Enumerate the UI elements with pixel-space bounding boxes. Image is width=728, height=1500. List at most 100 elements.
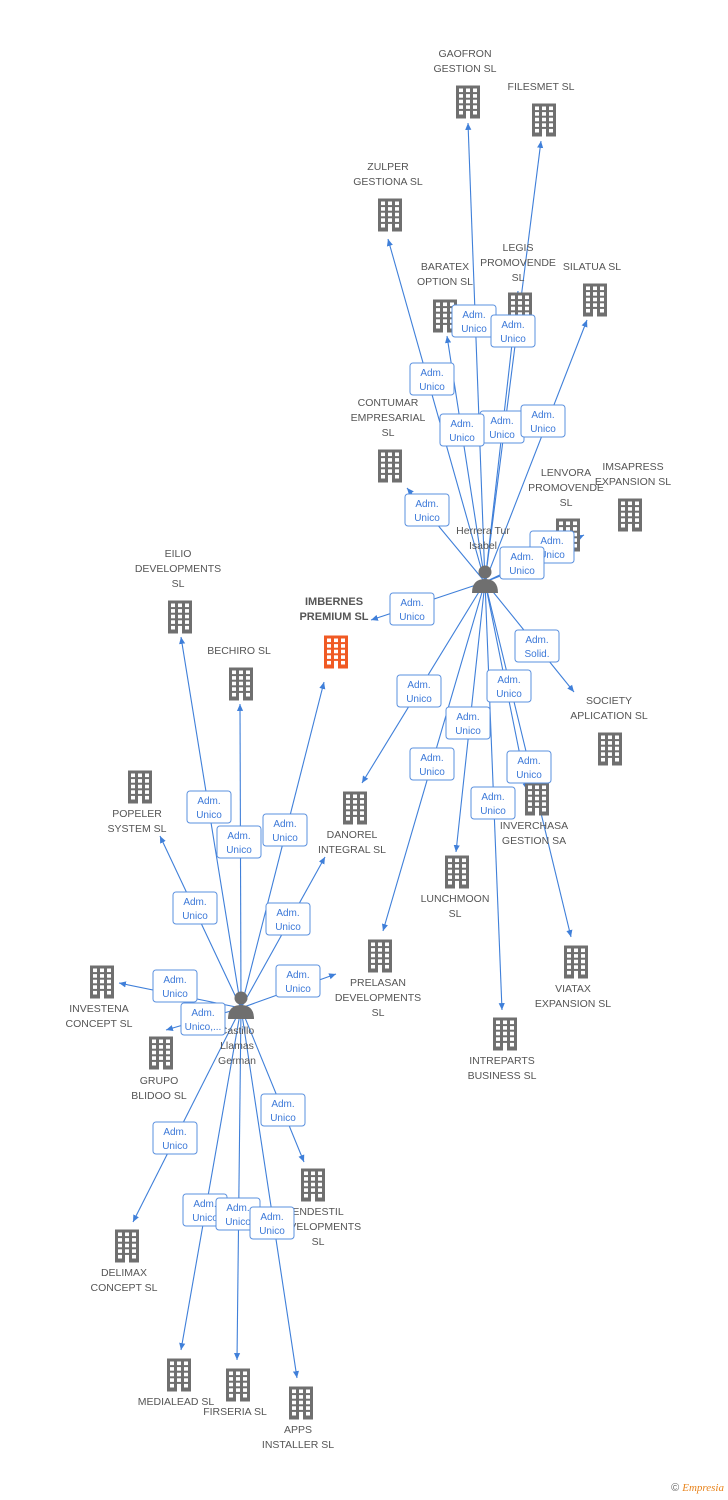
company-label: SL: [372, 1007, 385, 1019]
role-badge[interactable]: Adm.Unico: [404, 493, 450, 527]
company-label: EXPANSION SL: [595, 476, 671, 488]
role-badge[interactable]: Adm.Unico: [499, 546, 545, 580]
role-badge[interactable]: Adm.Unico: [506, 750, 552, 784]
company-label: EXPANSION SL: [535, 998, 611, 1010]
role-badge-text: Adm.: [226, 1203, 249, 1214]
company-label: GAOFRON: [438, 48, 491, 60]
role-badge-box: [216, 825, 262, 859]
role-badge[interactable]: Adm.Unico: [479, 410, 525, 444]
role-badge[interactable]: Adm.Unico: [490, 314, 536, 348]
company-label: PRELASAN: [350, 977, 406, 989]
company-label: POPELER: [112, 808, 162, 820]
footer-brand[interactable]: © Empresia: [671, 1482, 724, 1494]
person-label: Isabel: [469, 540, 497, 552]
role-badge-box: [262, 813, 308, 847]
company-label: BECHIRO SL: [207, 645, 271, 657]
role-badge[interactable]: Adm.Unico: [262, 813, 308, 847]
role-badge[interactable]: Adm.Unico: [216, 825, 262, 859]
role-badge-text: Adm.: [273, 819, 296, 830]
company-label: APLICATION SL: [570, 710, 648, 722]
building-icon: [525, 782, 549, 816]
person-icon: [472, 565, 498, 593]
role-badge-text: Adm.: [450, 419, 473, 430]
building-icon: [368, 939, 392, 973]
company-label: INTREPARTS: [469, 1055, 535, 1067]
role-badge[interactable]: Adm.Unico: [486, 669, 532, 703]
company-label: FIRSERIA SL: [203, 1406, 267, 1418]
role-badge[interactable]: Adm.Unico: [265, 902, 311, 936]
role-badge[interactable]: Adm.Unico: [152, 1121, 198, 1155]
role-badge[interactable]: Adm.Unico: [172, 891, 218, 925]
company-node-intreparts[interactable]: INTREPARTS BUSINESS SL: [468, 1017, 537, 1083]
building-icon: [456, 85, 480, 119]
person-label: Llamas: [220, 1040, 254, 1052]
role-badge-text: Unico: [489, 430, 515, 441]
role-badge[interactable]: Adm.Unico: [409, 362, 455, 396]
role-badge[interactable]: Adm.Unico,...: [180, 1002, 226, 1036]
role-badge[interactable]: Adm.Unico: [520, 404, 566, 438]
company-label: PROMOVENDE: [528, 482, 604, 494]
company-label: VIATAX: [555, 983, 591, 995]
role-badge[interactable]: Adm.Unico: [389, 592, 435, 626]
building-icon: [149, 1036, 173, 1070]
role-badge[interactable]: Adm.Unico: [396, 674, 442, 708]
company-node-silatua[interactable]: SILATUA SL: [563, 261, 621, 317]
role-badge[interactable]: Adm.Unico: [445, 706, 491, 740]
role-badge-text: Unico: [196, 810, 222, 821]
company-node-firseria[interactable]: FIRSERIA SL: [203, 1368, 267, 1419]
company-label: SILATUA SL: [563, 261, 621, 273]
company-label: BLIDOO SL: [131, 1090, 187, 1102]
role-badge-box: [172, 891, 218, 925]
building-icon: [532, 103, 556, 137]
role-badge[interactable]: Adm.Unico: [152, 969, 198, 1003]
role-badge[interactable]: Adm.Unico: [451, 304, 497, 338]
nodes-layer: GAOFRON GESTION SL FILESMET SL ZULPERGESTIO…: [66, 48, 672, 1451]
role-badge-box: [186, 790, 232, 824]
company-node-medialead[interactable]: MEDIALEAD SL: [138, 1358, 215, 1409]
role-badge-text: Adm.: [197, 796, 220, 807]
company-label: BUSINESS SL: [468, 1070, 537, 1082]
company-node-gaofron[interactable]: GAOFRON GESTION SL: [433, 48, 497, 119]
role-badge-text: Unico: [285, 984, 311, 995]
role-badge[interactable]: Adm.Unico: [260, 1093, 306, 1127]
role-badge[interactable]: Adm.Solid.: [514, 629, 560, 663]
role-badge[interactable]: Adm. Unico: [275, 964, 321, 998]
building-icon: [324, 635, 348, 669]
role-badge-text: Adm.: [407, 680, 430, 691]
role-badge[interactable]: Adm.Unico: [409, 747, 455, 781]
company-node-filesmet[interactable]: FILESMET SL: [508, 81, 575, 137]
role-badge[interactable]: Adm.Unico: [249, 1206, 295, 1240]
role-badge-text: Adm.: [462, 310, 485, 321]
role-badge-text: Adm.: [227, 831, 250, 842]
role-badge-text: Adm.: [286, 970, 309, 981]
company-node-bechiro[interactable]: BECHIRO SL: [207, 645, 271, 701]
company-node-viatax[interactable]: VIATAX EXPANSION SL: [535, 945, 611, 1011]
role-badge-text: Adm.: [456, 712, 479, 723]
role-badge[interactable]: Adm. Unico: [186, 790, 232, 824]
role-badge-box: [499, 546, 545, 580]
role-badge-box: [470, 786, 516, 820]
company-label: GESTION SL: [433, 63, 496, 75]
company-label: EMPRESARIAL: [351, 412, 426, 424]
role-badge[interactable]: Adm.Unico: [439, 413, 485, 447]
role-badge[interactable]: Adm.Unico: [470, 786, 516, 820]
